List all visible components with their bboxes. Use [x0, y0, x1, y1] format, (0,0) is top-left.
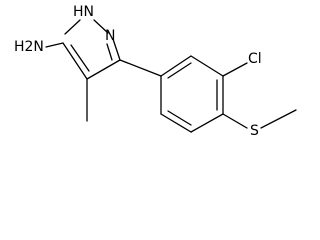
bond-ar4-ar5	[190, 113, 224, 133]
bond-c4-c5-inner	[70, 44, 90, 72]
bond-c3-c4	[86, 59, 121, 80]
bond-c4-c5-outer	[62, 42, 88, 80]
bond-ar1-ar2-inner	[167, 62, 192, 79]
bond-n2-c3-outer	[112, 38, 121, 61]
bond-c5-nh2	[45, 42, 64, 48]
bond-ar2-ar3	[190, 55, 224, 77]
structure-diagram: H2N HN N Cl S	[14, 4, 297, 139]
bond-n2-c3-inner	[106, 43, 113, 61]
nh-label: HN	[73, 4, 94, 20]
bond-ar1-ar2	[160, 55, 192, 77]
amine-label: H2N	[14, 39, 44, 55]
benzene-ring	[160, 55, 224, 133]
s-label: S	[250, 123, 259, 139]
bond-ar5-ar6-inner	[167, 110, 192, 126]
bond-c3-phenyl	[119, 59, 162, 77]
n-label: N	[105, 28, 115, 44]
pyrazole-ring	[62, 19, 121, 80]
bond-c5-n1	[64, 19, 81, 35]
bond-n1-n2	[93, 19, 109, 34]
bond-ar5-ar6	[160, 113, 192, 133]
bond-ar4-s	[222, 113, 248, 129]
bond-ar3-cl	[222, 62, 248, 77]
cl-label: Cl	[248, 51, 262, 67]
bond-s-methyl	[260, 109, 297, 129]
molecule-drawing: H2N HN N Cl S	[14, 4, 297, 139]
